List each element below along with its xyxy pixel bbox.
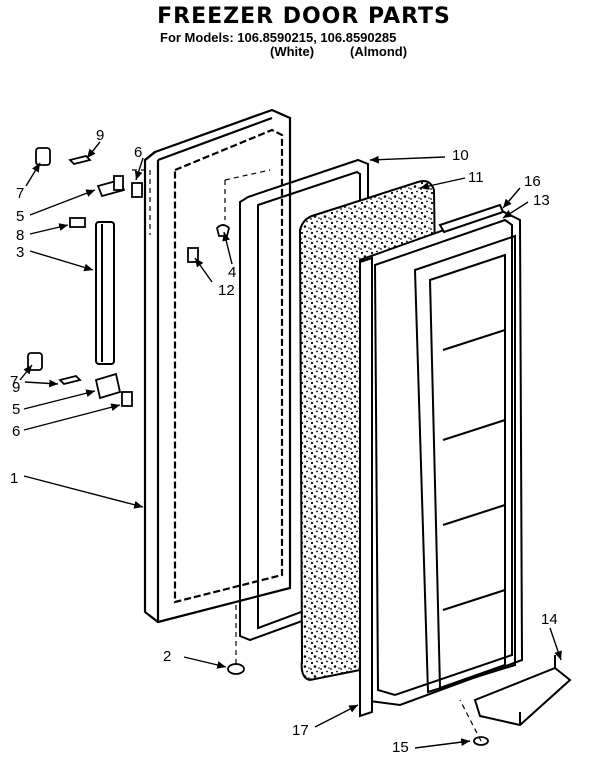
callout-7b: 7 <box>10 373 18 390</box>
callout-3: 3 <box>16 244 24 261</box>
callout-8: 8 <box>16 227 24 244</box>
upper-end-cap <box>35 147 51 166</box>
callout-4: 4 <box>228 264 236 281</box>
callout-15: 15 <box>392 739 409 756</box>
bottom-hinge-bushing <box>227 605 245 675</box>
upper-bracket-plate <box>113 175 124 191</box>
model-numbers: For Models: 106.8590215, 106.8590285 <box>160 30 397 45</box>
outer-door-panel <box>143 108 292 624</box>
callout-1: 1 <box>10 470 18 487</box>
diagram-title: FREEZER DOOR PARTS <box>157 4 451 29</box>
finish-almond-label: (Almond) <box>350 44 408 59</box>
callout-16: 16 <box>524 173 541 190</box>
lower-mounting-bracket <box>94 372 122 400</box>
door-handle <box>95 221 115 365</box>
handle-pad <box>69 217 86 228</box>
door-top-cap <box>438 203 505 234</box>
finish-white-label: (White) <box>270 44 315 59</box>
callout-6a: 6 <box>134 144 142 161</box>
callout-9a: 9 <box>96 127 104 144</box>
callout-12: 12 <box>218 282 235 299</box>
callout-14: 14 <box>541 611 558 628</box>
upper-screw <box>68 155 92 165</box>
callout-9b: 9 <box>12 379 20 396</box>
lower-spacer <box>121 391 133 407</box>
inner-door-liner <box>358 208 524 707</box>
lower-handle-hardware <box>27 352 133 407</box>
callout-6b: 6 <box>12 423 20 440</box>
callout-13: 13 <box>533 192 550 209</box>
callout-17: 17 <box>292 722 309 739</box>
shelf-screw <box>459 699 489 746</box>
lower-screw <box>58 375 82 385</box>
callout-5b: 5 <box>12 401 20 418</box>
door-trim-strip <box>359 256 373 718</box>
leader-lines <box>19 141 562 749</box>
door-clip <box>187 247 199 263</box>
callout-10: 10 <box>452 147 469 164</box>
callout-5a: 5 <box>16 208 24 225</box>
callout-7a: 7 <box>16 185 24 202</box>
upper-handle-hardware <box>35 147 230 263</box>
upper-spacer <box>131 182 143 198</box>
callout-2: 2 <box>163 648 171 665</box>
door-stop <box>216 224 230 237</box>
callout-11: 11 <box>468 169 484 186</box>
